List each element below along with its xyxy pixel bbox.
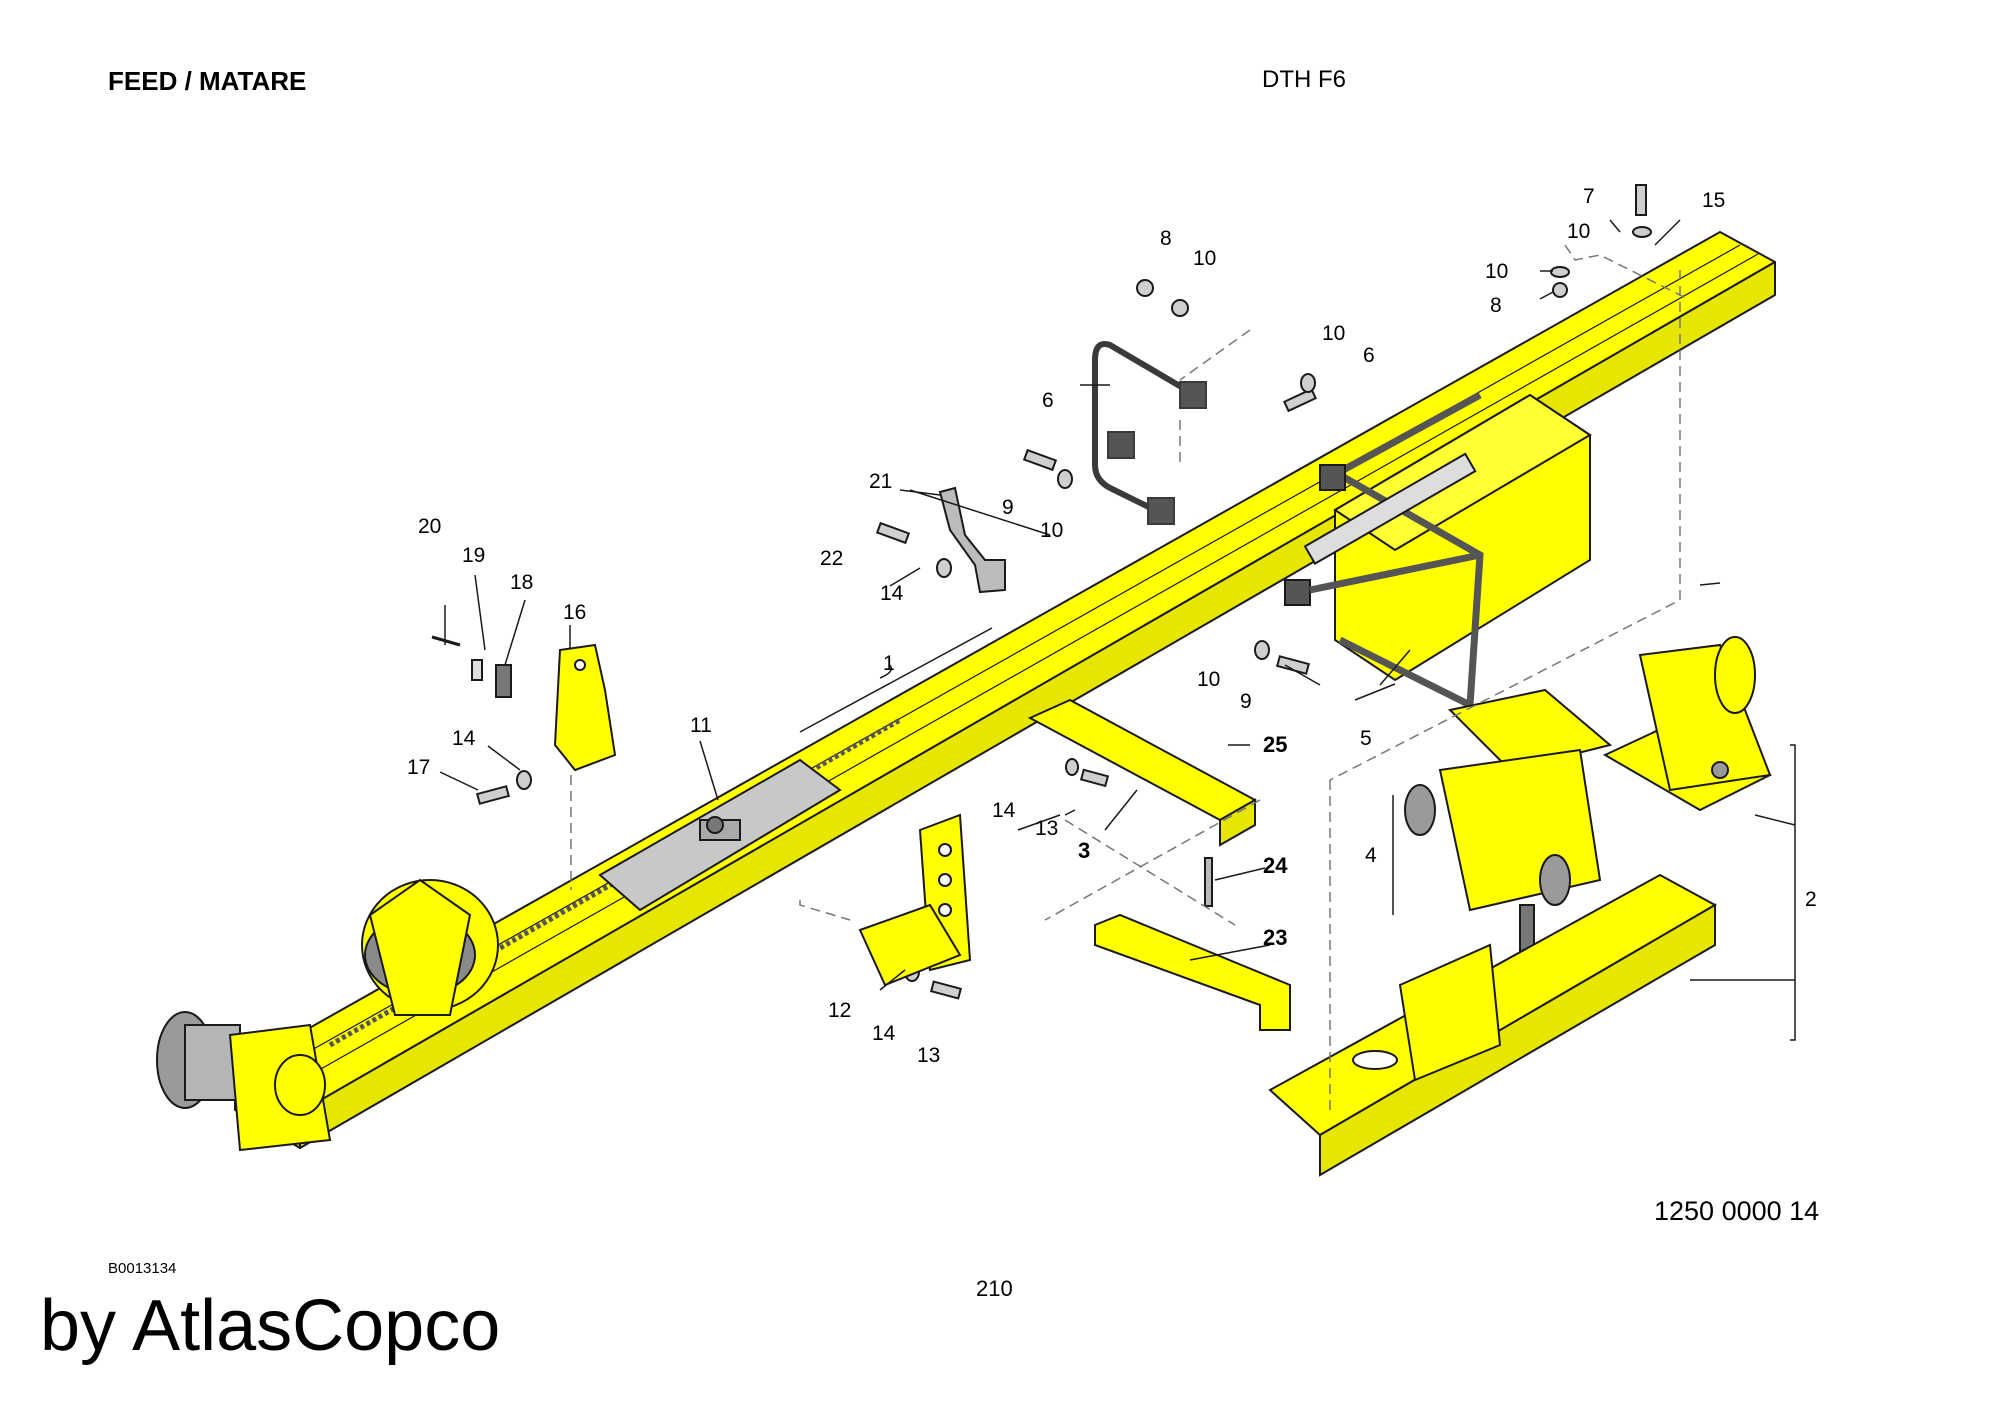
gear-head (1602, 636, 1773, 812)
callout-2: 2 (1805, 888, 1817, 911)
callout-13-lower: 13 (917, 1044, 940, 1067)
callout-10-d: 10 (1197, 668, 1220, 691)
callout-10-c: 10 (1040, 519, 1063, 542)
callout-12: 12 (828, 999, 851, 1022)
callout-7: 7 (1583, 185, 1595, 208)
callout-3: 3 (1078, 838, 1090, 863)
bar-23 (1094, 913, 1291, 1031)
model-label: DTH F6 (1262, 66, 1346, 93)
brand-watermark: by AtlasCopco (40, 1286, 501, 1366)
callout-13-upper: 13 (1035, 817, 1058, 840)
callout-14-mid: 14 (880, 582, 904, 605)
leader-lines (439, 219, 1796, 1041)
drawing-code: B0013134 (108, 1260, 177, 1277)
page-number: 210 (976, 1276, 1013, 1301)
bracket-21 (938, 486, 1006, 594)
feed-motor (156, 1011, 332, 1152)
callout-14-low: 14 (872, 1022, 896, 1045)
alignment-lines (570, 244, 1691, 1110)
callout-8-right: 8 (1490, 294, 1502, 317)
callout-21: 21 (869, 470, 892, 493)
callout-5: 5 (1360, 727, 1372, 750)
callout-4: 4 (1365, 844, 1377, 867)
slide-plate (598, 758, 842, 912)
callout-17: 17 (407, 756, 430, 779)
callout-10-b: 10 (1322, 322, 1345, 345)
handle-6 (1092, 341, 1207, 525)
callout-6-right: 6 (1363, 344, 1375, 367)
diagram-number: 1250 0000 14 (1654, 1196, 1820, 1226)
callout-10-a: 10 (1193, 247, 1216, 270)
callout-16: 16 (563, 601, 586, 624)
callout-labels: 1 2 3 4 5 6 6 7 8 8 9 9 10 10 10 10 10 1… (407, 185, 1817, 1067)
rotation-unit-4 (1404, 688, 1613, 981)
small-parts-18-20 (431, 635, 512, 698)
bracket-12 (858, 813, 972, 987)
guard-5 (1284, 391, 1592, 711)
callout-6-left: 6 (1042, 389, 1054, 412)
hose-drum (361, 878, 499, 1016)
callout-8-top: 8 (1160, 227, 1172, 250)
callout-23: 23 (1263, 925, 1287, 950)
callout-25: 25 (1263, 732, 1287, 757)
callout-1: 1 (883, 652, 895, 675)
page-title: FEED / MATARE (108, 66, 307, 96)
arm-3 (1027, 698, 1258, 847)
callout-15: 15 (1702, 189, 1725, 212)
callout-24: 24 (1263, 853, 1288, 878)
callout-18: 18 (510, 571, 533, 594)
callout-22: 22 (820, 547, 843, 570)
callout-9-upper: 9 (1002, 496, 1014, 519)
callout-10-e: 10 (1567, 220, 1590, 243)
bracket-16 (553, 643, 617, 772)
callout-14-arm: 14 (992, 799, 1016, 822)
callout-14-left: 14 (452, 727, 476, 750)
callout-19: 19 (462, 544, 485, 567)
callout-20: 20 (418, 515, 441, 538)
callout-10-f: 10 (1485, 260, 1508, 283)
callout-9-lower: 9 (1240, 690, 1252, 713)
pin-24 (1204, 857, 1213, 907)
callout-11: 11 (690, 714, 712, 737)
base-assembly-2 (1268, 873, 1718, 1177)
